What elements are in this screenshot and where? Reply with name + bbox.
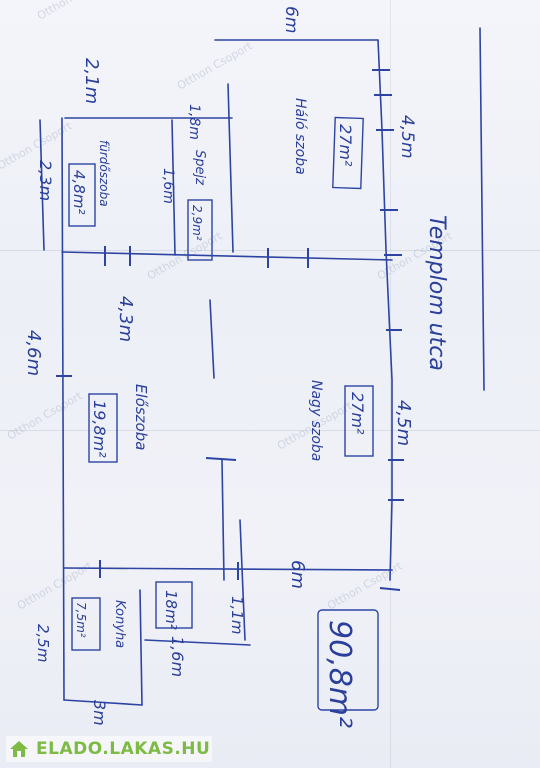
- brand-name: ELADO.LAKAS.HU: [36, 739, 211, 759]
- outer-wall-right: [377, 39, 393, 581]
- wall-left: [61, 117, 65, 701]
- tick-marks: [56, 69, 404, 591]
- area-boxes: [68, 116, 379, 711]
- dimension-label: 1,6m: [168, 636, 187, 677]
- dimension-label: 4,3m: [115, 296, 136, 342]
- room-name-furdo: fürdőszoba: [97, 140, 111, 207]
- room-area-konyha: 7,5m²: [74, 602, 88, 638]
- street-line: [479, 27, 485, 391]
- room-area-eloszoba: 19,8m²: [90, 400, 109, 458]
- street-label: Templom utca: [424, 215, 449, 371]
- wall-divider-spejz: [171, 119, 176, 256]
- room-area-halo: 27m²: [336, 124, 355, 167]
- total-area-label: 90,8m²: [322, 620, 357, 728]
- dim-line-left: [39, 119, 45, 251]
- paper-fold-line: [0, 250, 540, 251]
- plan-lines: [39, 27, 485, 706]
- watermark-text: Otthon Csoport: [325, 559, 405, 613]
- dimension-label: 2,5m: [34, 624, 52, 662]
- room-area-nagy: 27m²: [348, 392, 367, 435]
- wall-kitchen-right: [139, 589, 143, 706]
- wall-inner-lower: [63, 567, 393, 571]
- room-area-furdo: 4,8m²: [70, 170, 88, 214]
- handwritten-labels: Templom utca 90,8m² 27m² Háló szoba 27m²…: [23, 6, 449, 728]
- watermark-text: Otthon Csoport: [5, 389, 85, 443]
- wall-lower-right: [144, 639, 251, 646]
- dimension-label: 6m: [281, 6, 301, 33]
- dimension-label: 2,3m: [36, 160, 55, 201]
- room-area-18: 18m²: [162, 590, 180, 630]
- room-name-nagy: Nagy szoba: [308, 380, 324, 461]
- room-name-eloszoba: Előszoba: [132, 384, 150, 450]
- dimension-label: 4,6m: [23, 330, 44, 376]
- room-area-spejz: 2,9m²: [190, 205, 204, 241]
- dimension-label: 1,1m: [228, 596, 246, 634]
- house-icon: [6, 736, 32, 762]
- room-name-konyha: Konyha: [112, 600, 127, 648]
- room-name-spejz: Spejz: [192, 150, 207, 186]
- dimension-label: 4,5m: [397, 115, 417, 159]
- dimension-label: 6m: [287, 560, 308, 589]
- room-name-halo: Háló szoba: [292, 98, 308, 175]
- paper-fold-line: [390, 0, 391, 768]
- paper-fold-line: [0, 430, 540, 431]
- wall-upper-horizontal: [61, 251, 393, 261]
- watermark-text: Otthon Csoport: [175, 39, 255, 93]
- wall-left-upper: [227, 83, 234, 253]
- dimension-label: 1,6m: [160, 168, 176, 204]
- brand-logo[interactable]: ELADO.LAKAS.HU: [6, 736, 212, 762]
- wall-mid-vertical: [221, 459, 225, 581]
- dimension-label: 4,5m: [393, 400, 414, 446]
- dimension-label: 1,8m: [186, 104, 202, 140]
- wall-middle: [209, 299, 215, 379]
- wall-bottom: [63, 699, 143, 706]
- watermark-text: Otthon Csoport: [35, 0, 115, 23]
- dimension-label: 3m: [90, 700, 109, 726]
- wall-inner-right: [239, 519, 246, 641]
- dimension-label: 2,1m: [81, 58, 102, 104]
